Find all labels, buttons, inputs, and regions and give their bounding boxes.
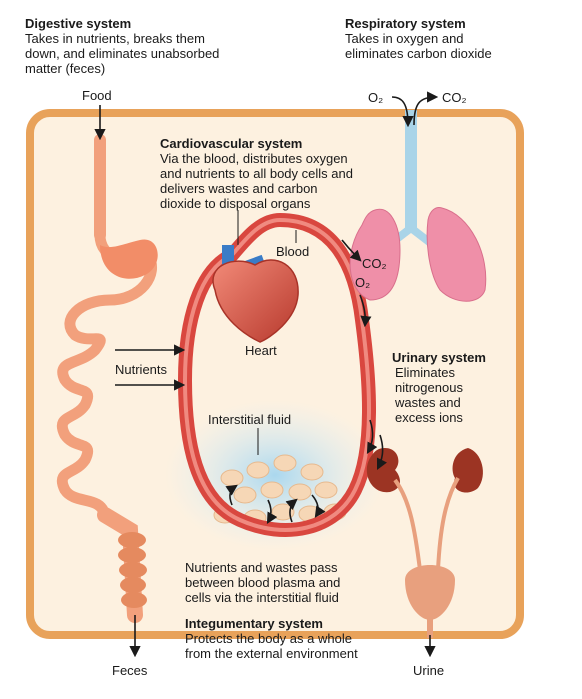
urethra — [427, 618, 433, 638]
urinary-desc: Eliminates nitrogenous wastes and excess… — [395, 365, 463, 425]
urinary-title: Urinary system — [392, 350, 486, 365]
trachea — [405, 110, 417, 230]
o2-from-lung-arrow — [359, 294, 372, 328]
nutrients-label: Nutrients — [115, 362, 168, 377]
bladder — [405, 565, 455, 620]
o2-lung-label: O₂ — [355, 275, 371, 290]
left-lung — [349, 208, 401, 301]
exchange-note: Nutrients and wastes pass between blood … — [185, 560, 341, 605]
integumentary-title: Integumentary system — [185, 616, 323, 631]
co2-lung-label: CO₂ — [362, 256, 387, 271]
exchange-arrow-1 — [225, 484, 238, 506]
co2-label: CO₂ — [442, 90, 467, 105]
kidney-arrow-2 — [376, 434, 388, 471]
food-label: Food — [82, 88, 112, 103]
exchange-arrow-4 — [311, 494, 326, 518]
kidney-arrow-1 — [366, 419, 378, 454]
respiratory-desc: Takes in oxygen and eliminates carbon di… — [345, 31, 492, 61]
ureters — [393, 476, 460, 571]
right-kidney — [452, 448, 483, 493]
exchange-arrow-3 — [285, 498, 298, 523]
blood-label: Blood — [276, 244, 310, 259]
integumentary-desc: Protects the body as a whole from the ex… — [185, 631, 358, 661]
interstitial-fluid-label: Interstitial fluid — [208, 412, 292, 427]
heart — [212, 245, 299, 343]
o2-arrow — [391, 96, 414, 128]
large-intestine — [118, 532, 147, 608]
cardiovascular-title: Cardiovascular system — [160, 136, 303, 151]
left-kidney — [366, 448, 400, 493]
respiratory-title: Respiratory system — [345, 16, 466, 31]
right-lung — [426, 207, 487, 302]
digestive-desc: Takes in nutrients, breaks them down, an… — [25, 31, 220, 76]
stomach — [100, 239, 158, 279]
co2-to-lung-arrow — [341, 239, 362, 262]
cardiovascular-desc: Via the blood, distributes oxygen and nu… — [160, 151, 353, 211]
exchange-arrow-2 — [266, 499, 278, 524]
heart-label: Heart — [245, 343, 277, 358]
o2-label: O₂ — [368, 90, 384, 105]
urine-label: Urine — [413, 663, 445, 678]
co2-arrow — [413, 91, 439, 126]
feces-label: Feces — [112, 663, 148, 678]
digestive-title: Digestive system — [25, 16, 132, 31]
